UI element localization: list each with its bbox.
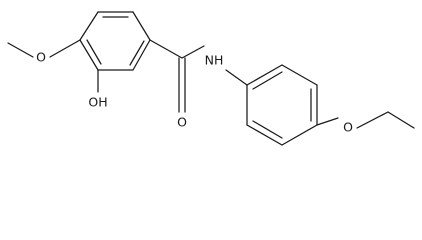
methoxy-oxygen-label: O [36,50,46,65]
amide-nitrogen-label: NH [205,53,224,68]
bond-ring2-upper-left-inner [252,71,283,90]
bond-ring1-left-lower-inner [86,39,102,65]
bond-ring2-upper-left [246,64,283,86]
atom-labels: O OH O NH O [36,50,353,135]
bond-ring2-lower-left-inner [252,120,283,139]
bond-ring2-lower-left [246,124,283,146]
bond-ring1-right-lower-inner [129,40,145,66]
bond-ring2-upper-right [281,64,318,86]
bond-ring2-lower-right [281,124,318,146]
bond-carbonyl-nitrogen [181,45,205,59]
bond-ethoxy-ch3 [387,111,415,129]
carbonyl-oxygen-label: O [177,115,187,130]
bonds [7,11,415,146]
bond-nitrogen-ring2 [225,69,248,86]
ethoxy-oxygen-label: O [343,120,353,135]
bond-ring2-ethoxy-o [316,117,339,126]
chemical-structure: O OH O NH O [7,11,415,146]
bond-ring1-right-lower [132,39,151,71]
bond-ring1-carbonyl [149,39,183,59]
bond-ring1-left-lower [79,39,99,71]
bond-ring1-right-upper [132,11,151,41]
bond-methoxy-methyl [7,42,34,58]
bond-ring1-methoxy-o [49,39,81,58]
bond-ethoxy-ch2 [356,111,389,129]
hydroxyl-label: OH [88,95,107,110]
bond-ring1-left-upper [79,11,99,41]
